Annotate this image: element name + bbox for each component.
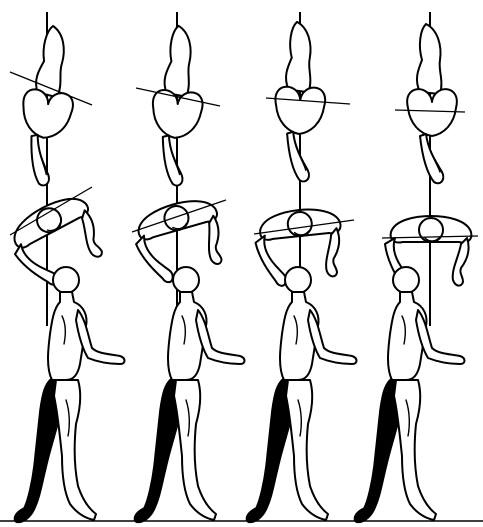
walking-figure-3 bbox=[246, 267, 356, 522]
walking-figure-2 bbox=[134, 267, 244, 522]
walking-figure-4 bbox=[354, 267, 464, 522]
walking-figure-1 bbox=[14, 267, 124, 522]
pelvis-figure-4 bbox=[407, 24, 457, 183]
